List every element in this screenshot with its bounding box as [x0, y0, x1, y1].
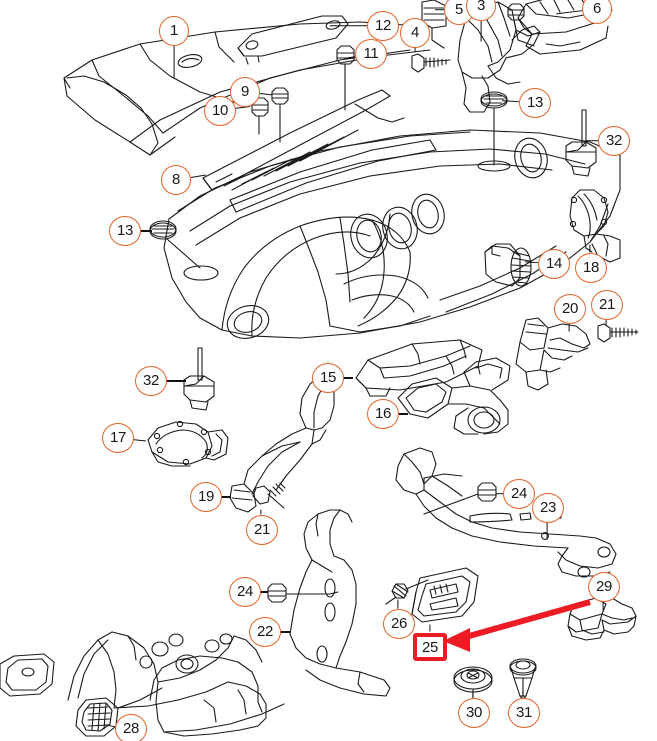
- part-14-air-vent: [484, 243, 532, 287]
- part-main-dashboard-body: [163, 129, 621, 339]
- callout-leader-line-15: [342, 377, 353, 379]
- part-8-defroster-grille: [202, 89, 405, 191]
- red-highlight-arrow: [443, 599, 591, 652]
- callout-21[interactable]: 21: [246, 515, 278, 545]
- callout-12[interactable]: 12: [367, 11, 399, 41]
- callout-leader-line-13: [139, 230, 152, 232]
- part-32-actuator-top: [565, 109, 597, 177]
- callout-25-highlighted[interactable]: 25: [413, 633, 447, 661]
- part-32-actuator-left: [183, 347, 215, 411]
- part-misc-plate: [0, 653, 55, 697]
- callout-20[interactable]: 20: [554, 294, 586, 324]
- callout-leader-line-26: [397, 599, 399, 609]
- part-22-lower-duct: [289, 509, 391, 697]
- part-26-screw: [385, 579, 429, 605]
- part-25-switch-plate: [411, 567, 479, 623]
- callout-14[interactable]: 14: [538, 249, 570, 279]
- callout-13[interactable]: 13: [109, 216, 141, 246]
- callout-leader-line-1: [173, 45, 175, 78]
- callout-24[interactable]: 24: [503, 479, 535, 509]
- callout-leader-line-22: [279, 631, 290, 633]
- callout-26[interactable]: 26: [383, 609, 415, 639]
- callout-13[interactable]: 13: [519, 88, 551, 118]
- callout-leader-line-32: [165, 380, 186, 382]
- part-10-clip: [251, 97, 269, 135]
- callout-9[interactable]: 9: [230, 77, 260, 107]
- callout-4[interactable]: 4: [400, 18, 430, 48]
- callout-19[interactable]: 19: [190, 482, 222, 512]
- part-19-bracket: [229, 441, 301, 513]
- callout-leader-line-23: [546, 522, 548, 540]
- callout-28[interactable]: 28: [115, 714, 147, 741]
- part-13-grommet-left: [149, 220, 201, 269]
- callout-leader-line-18: [589, 244, 591, 253]
- part-21-screw-left: [252, 482, 286, 509]
- part-9-clip: [271, 87, 289, 143]
- callout-6[interactable]: 6: [582, 0, 612, 24]
- part-20-bracket: [515, 317, 591, 391]
- callout-18[interactable]: 18: [575, 253, 607, 283]
- callout-leader-line-24: [259, 591, 268, 593]
- callout-8[interactable]: 8: [161, 165, 191, 195]
- part-1-pillar-trim: [63, 21, 431, 156]
- part-30-grommet: [453, 666, 493, 701]
- callout-21[interactable]: 21: [591, 290, 623, 320]
- part-17-gasket-plate: [147, 420, 229, 467]
- part-16-duct-joint: [397, 357, 511, 435]
- callout-leader-line-3: [480, 20, 482, 42]
- part-lower-bulkhead: [67, 631, 285, 737]
- part-31-push-clip: [509, 658, 537, 701]
- callout-22[interactable]: 22: [249, 617, 281, 647]
- part-15-air-duct: [355, 339, 483, 397]
- part-4-screw: [411, 53, 451, 73]
- callout-leader-line-21: [605, 319, 607, 325]
- part-6b-clip: [507, 3, 535, 47]
- callout-16[interactable]: 16: [367, 399, 399, 429]
- callout-leader-line-25: [429, 624, 431, 632]
- callout-24[interactable]: 24: [229, 577, 261, 607]
- callout-32[interactable]: 32: [135, 366, 167, 396]
- callout-leader-line-29: [602, 601, 604, 612]
- callout-29[interactable]: 29: [588, 572, 620, 602]
- part-21-screw-right: [597, 323, 639, 343]
- part-24-clip-left: [267, 583, 339, 603]
- callout-32[interactable]: 32: [598, 126, 630, 156]
- callout-11[interactable]: 11: [355, 39, 387, 69]
- callout-30[interactable]: 30: [458, 698, 490, 728]
- callout-leader-line-4: [414, 47, 416, 52]
- callout-leader-line-20: [568, 323, 570, 332]
- callout-15[interactable]: 15: [312, 363, 344, 393]
- callout-31[interactable]: 31: [508, 698, 540, 728]
- callout-1[interactable]: 1: [159, 16, 189, 46]
- callout-23[interactable]: 23: [532, 493, 564, 523]
- callout-17[interactable]: 17: [102, 423, 134, 453]
- callout-10[interactable]: 10: [204, 96, 236, 126]
- part-18-duct: [569, 189, 621, 263]
- callout-leader-line-16: [397, 413, 408, 415]
- part-12-trim-strip: [237, 15, 349, 65]
- callout-leader-line-19: [220, 496, 231, 498]
